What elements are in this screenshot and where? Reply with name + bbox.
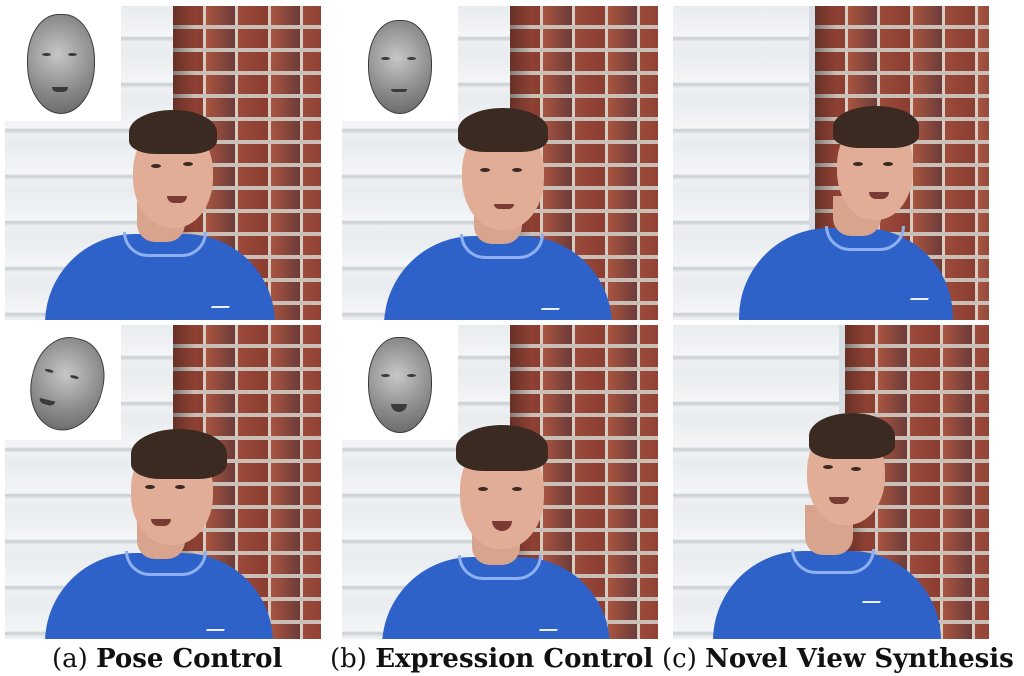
caption-novel-view-synthesis: (c) Novel View Synthesis	[662, 642, 1014, 676]
person	[673, 6, 989, 320]
caption-pose-control: (a) Pose Control	[52, 642, 282, 676]
face-mesh-inset	[342, 6, 458, 121]
novel-view-image-top	[673, 6, 989, 320]
caption-letter: (b)	[330, 644, 367, 674]
face-mesh-inset	[5, 325, 121, 440]
caption-title: Pose Control	[96, 644, 283, 674]
person	[5, 325, 321, 639]
caption-letter: (c)	[662, 644, 697, 674]
person	[673, 325, 989, 639]
face-mesh-inset	[342, 325, 458, 440]
person	[342, 6, 658, 320]
face-mesh	[368, 337, 432, 433]
caption-title: Expression Control	[375, 644, 654, 674]
caption-letter: (a)	[52, 644, 88, 674]
pose-control-image-top	[5, 6, 321, 320]
expression-control-image-bottom	[342, 325, 658, 639]
figure-grid	[5, 6, 989, 640]
caption-expression-control: (b) Expression Control	[330, 642, 653, 676]
face-mesh	[20, 329, 114, 439]
face-mesh	[27, 14, 95, 114]
person	[5, 6, 321, 320]
pose-control-image-bottom	[5, 325, 321, 639]
person	[342, 325, 658, 639]
face-mesh	[368, 20, 432, 114]
caption-title: Novel View Synthesis	[705, 644, 1014, 674]
expression-control-image-top	[342, 6, 658, 320]
novel-view-image-bottom	[673, 325, 989, 639]
face-mesh-inset	[5, 6, 121, 121]
